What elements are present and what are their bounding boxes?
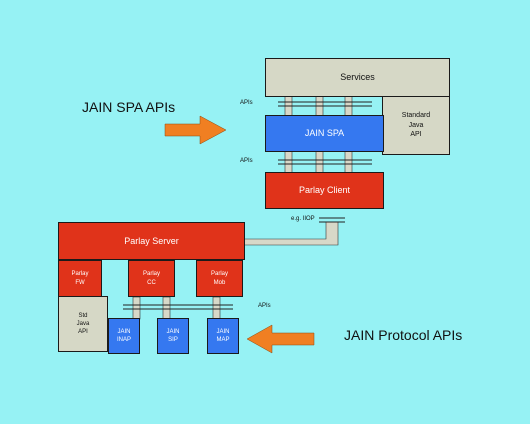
services-box: Services [265,58,450,97]
api-connector [132,296,141,320]
api-connector [284,150,293,175]
jain-spa-box: JAIN SPA [265,115,384,152]
parlay-cc-box: Parlay CC [128,260,175,297]
standard-java-api-box: Standard Java API [382,96,450,155]
apis-label: APIs [258,303,271,309]
api-connector [344,150,353,175]
parlay-fw-box: Parlay FW [58,260,102,297]
api-connector [212,296,221,320]
parlay-client-box: Parlay Client [265,172,384,209]
jain-sip-box: JAIN SIP [157,318,189,354]
orange-right-arrow-icon [164,115,227,145]
std-java-api-box: Std Java API [58,296,108,352]
jain-spa-apis-heading: JAIN SPA APIs [82,99,176,115]
apis-label: APIs [240,100,253,106]
jain-protocol-apis-heading: JAIN Protocol APIs [344,327,463,343]
iiop-label: e.g. IIOP [291,216,315,222]
orange-left-arrow-icon [246,324,315,354]
api-connector [315,150,324,175]
apis-label: APIs [240,158,253,164]
jain-map-box: JAIN MAP [207,318,239,354]
api-connector [162,296,171,320]
parlay-mob-box: Parlay Mob [196,260,243,297]
iiop-link [243,221,339,246]
parlay-server-box: Parlay Server [58,222,245,260]
jain-inap-box: JAIN INAP [108,318,140,354]
